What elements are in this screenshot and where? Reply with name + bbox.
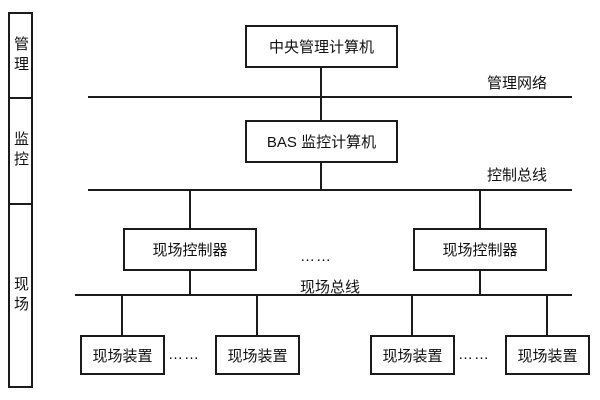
node-field-device-1: 现场装置 [80,335,165,375]
ellipsis-between-controllers: …… [300,248,332,265]
node-field-device-2: 现场装置 [215,335,300,375]
ellipsis-between-devices-right: …… [458,346,490,363]
node-field-controller-right: 现场控制器 [413,228,547,271]
connector-right-controller-to-field-bus [479,269,481,296]
layer-box-field: 现场 [8,203,33,388]
label-field-bus: 现场总线 [300,279,361,296]
layer-box-monitoring: 监控 [8,97,33,205]
ellipsis-between-devices-left: …… [168,346,200,363]
layer-box-management: 管理 [8,12,33,99]
connector-left-controller-to-field-bus [189,269,191,296]
connector-field-bus-to-device-2 [256,294,258,337]
node-field-controller-left: 现场控制器 [123,228,257,271]
connector-control-bus-to-right-controller [479,189,481,230]
connector-central-to-bas [320,66,322,122]
node-bas-monitoring-computer: BAS 监控计算机 [245,120,398,163]
connector-field-bus-to-device-4 [546,294,548,337]
label-management-network: 管理网络 [487,75,548,92]
field-bus-line [75,294,572,296]
layer-label-monitoring: 监控 [12,131,29,171]
connector-field-bus-to-device-1 [121,294,123,337]
node-field-device-4: 现场装置 [505,335,590,375]
control-bus-line [88,189,572,191]
label-control-bus: 控制总线 [487,167,548,184]
connector-bas-to-control-bus [320,161,322,191]
layer-label-field: 现场 [12,275,29,316]
management-network-line [88,96,572,98]
layer-label-management: 管理 [12,35,29,76]
node-central-management-computer: 中央管理计算机 [245,25,398,68]
connector-field-bus-to-device-3 [411,294,413,337]
node-field-device-3: 现场装置 [370,335,455,375]
connector-control-bus-to-left-controller [189,189,191,230]
